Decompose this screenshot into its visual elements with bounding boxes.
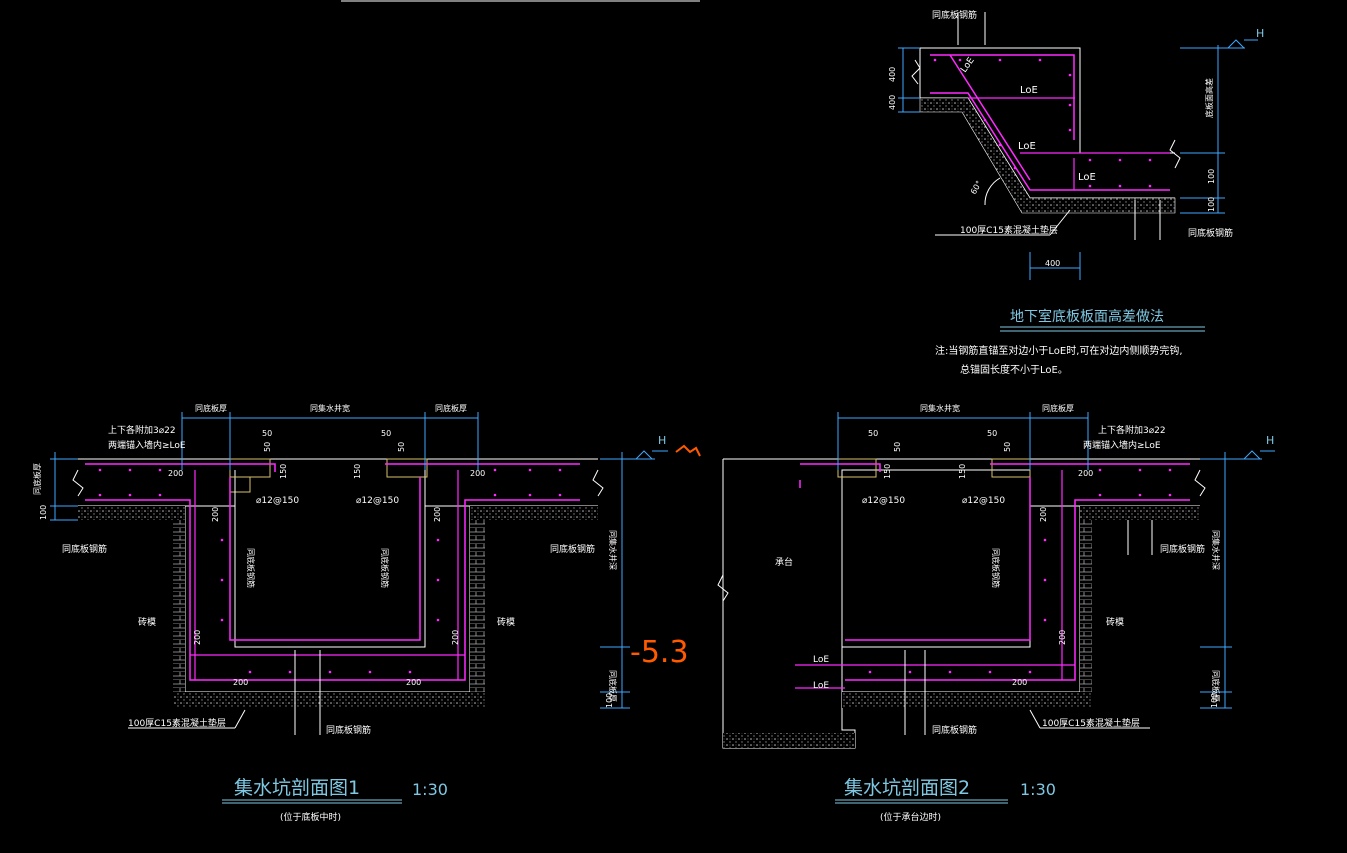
section-2-drawing: [717, 412, 1275, 804]
stirrup-spec: ⌀12@150: [356, 496, 399, 506]
dim-200: 200: [433, 507, 442, 522]
dim-50: 50: [397, 442, 406, 452]
markup-elevation-value: -5.3: [630, 635, 689, 670]
loe-label: LoE: [1078, 172, 1096, 183]
side-rebar-label: 同底板钢筋: [550, 543, 595, 555]
dim-200: 200: [211, 507, 220, 522]
dim-400: 100: [1207, 169, 1216, 184]
dim-150: 150: [958, 464, 967, 479]
dim-50: 50: [263, 442, 272, 452]
dim-100: 100: [605, 693, 614, 708]
pit-depth-label: 同集水井深: [608, 530, 618, 570]
loe-label: LoE: [1018, 141, 1036, 152]
dim-50: 50: [893, 442, 902, 452]
stirrup-spec: ⌀12@150: [862, 496, 905, 506]
dim-50: 50: [381, 429, 391, 438]
side-rebar-label: 同底板钢筋: [62, 543, 107, 555]
anchor-note: 两端锚入墙内≥LoE: [1083, 439, 1161, 451]
cushion-hatch: [919, 97, 1176, 214]
dim-200: 200: [470, 469, 485, 478]
brick-mold-label: 砖模: [1106, 616, 1124, 628]
section-1-subtitle: (位于底板中时): [280, 811, 341, 823]
h-mark: H: [1256, 27, 1264, 40]
dim-100: 100: [39, 505, 48, 520]
dim-150: 150: [353, 464, 362, 479]
angle-label: 60°: [969, 179, 984, 196]
label-rebar-bottom: 同底板钢筋: [1188, 227, 1233, 239]
markup-annotation: -5.3: [630, 444, 701, 670]
stirrup-spec: ⌀12@150: [256, 496, 299, 506]
label-rebar-top: 同底板钢筋: [932, 9, 977, 21]
bottom-thickness-label: 同底板厚: [608, 670, 618, 702]
pile-cap-label: 承台: [775, 556, 793, 568]
bottom-thickness-label: 同底板厚: [1211, 670, 1221, 702]
dim-400: 400: [1045, 259, 1060, 268]
note-line-1: 注:当钢筋直锚至对边小于LoE时,可在对边内侧顺势完钩,: [935, 344, 1183, 357]
dim-100: 100: [1207, 197, 1216, 212]
side-rebar-label: 同底板钢筋: [1160, 543, 1205, 555]
dim-400: 400: [888, 67, 897, 82]
dim-50: 50: [1003, 442, 1012, 452]
dim-150: 150: [883, 464, 892, 479]
dim-150: 150: [279, 464, 288, 479]
bottom-rebar-label: 同底板钢筋: [932, 724, 977, 736]
anchor-note: 两端锚入墙内≥LoE: [108, 439, 186, 451]
dim-200: 200: [1012, 678, 1027, 687]
dim-200: 200: [1058, 630, 1067, 645]
rebar-note: 上下各附加3⌀22: [1098, 424, 1166, 436]
section-2-title: 集水坑剖面图2: [844, 777, 970, 799]
detail-slab-step: [898, 12, 1258, 332]
section-1-drawing: [50, 412, 668, 804]
h-mark: H: [1266, 434, 1274, 447]
dim-pit-width: 同集水井宽: [920, 403, 960, 413]
dim-200: 200: [406, 678, 421, 687]
dim-50: 50: [868, 429, 878, 438]
cushion-note: 100厚C15素混凝土垫层: [960, 224, 1058, 236]
loe-label: LoE: [813, 655, 829, 665]
rebar-note: 上下各附加3⌀22: [108, 424, 176, 436]
dim-50: 50: [987, 429, 997, 438]
slab-thickness-label: 同底板厚: [32, 463, 42, 495]
dim-200: 200: [1039, 507, 1048, 522]
dim-slab-thickness: 同底板厚: [435, 403, 467, 413]
dim-pit-width: 同集水井宽: [310, 403, 350, 413]
brick-mold-label: 砖模: [138, 616, 156, 628]
brick-mold-label: 砖模: [497, 616, 515, 628]
section-2-scale: 1:30: [1020, 780, 1056, 799]
h-mark: H: [658, 434, 666, 447]
pit-depth-label: 同集水井深: [1211, 530, 1221, 570]
section-2-subtitle: (位于承台边时): [880, 811, 941, 823]
loe-label: LoE: [959, 56, 977, 75]
dim-200: 200: [233, 678, 248, 687]
loe-label: LoE: [1020, 85, 1038, 96]
cushion-note: 100厚C15素混凝土垫层: [128, 717, 226, 729]
wall-rebar-label: 同底板钢筋: [991, 548, 1001, 588]
section-1-scale: 1:30: [412, 780, 448, 799]
dim-50: 50: [262, 429, 272, 438]
note-line-2: 总锚固长度不小于LoE。: [960, 363, 1068, 376]
dim-200: 200: [451, 630, 460, 645]
markup-scribble: [675, 444, 701, 457]
wall-rebar-label: 同底板钢筋: [246, 548, 256, 588]
dim-200: 200: [168, 469, 183, 478]
stirrup-spec: ⌀12@150: [962, 496, 1005, 506]
loe-label: LoE: [813, 681, 829, 691]
wall-rebar-label: 同底板钢筋: [380, 548, 390, 588]
detail-title: 地下室底板板面高差做法: [1010, 308, 1164, 325]
dim-slab-thickness: 同底板厚: [1042, 403, 1074, 413]
dim-200: 200: [1078, 469, 1093, 478]
dim-slab-thickness: 同底板厚: [195, 403, 227, 413]
elevation-note: 底板面高差: [1204, 78, 1214, 118]
cushion-note: 100厚C15素混凝土垫层: [1042, 717, 1140, 729]
dim-200: 200: [193, 630, 202, 645]
dim-100: 100: [1210, 693, 1219, 708]
bottom-rebar-label: 同底板钢筋: [326, 724, 371, 736]
dim-100: 400: [888, 95, 897, 110]
section-1-title: 集水坑剖面图1: [234, 777, 360, 799]
